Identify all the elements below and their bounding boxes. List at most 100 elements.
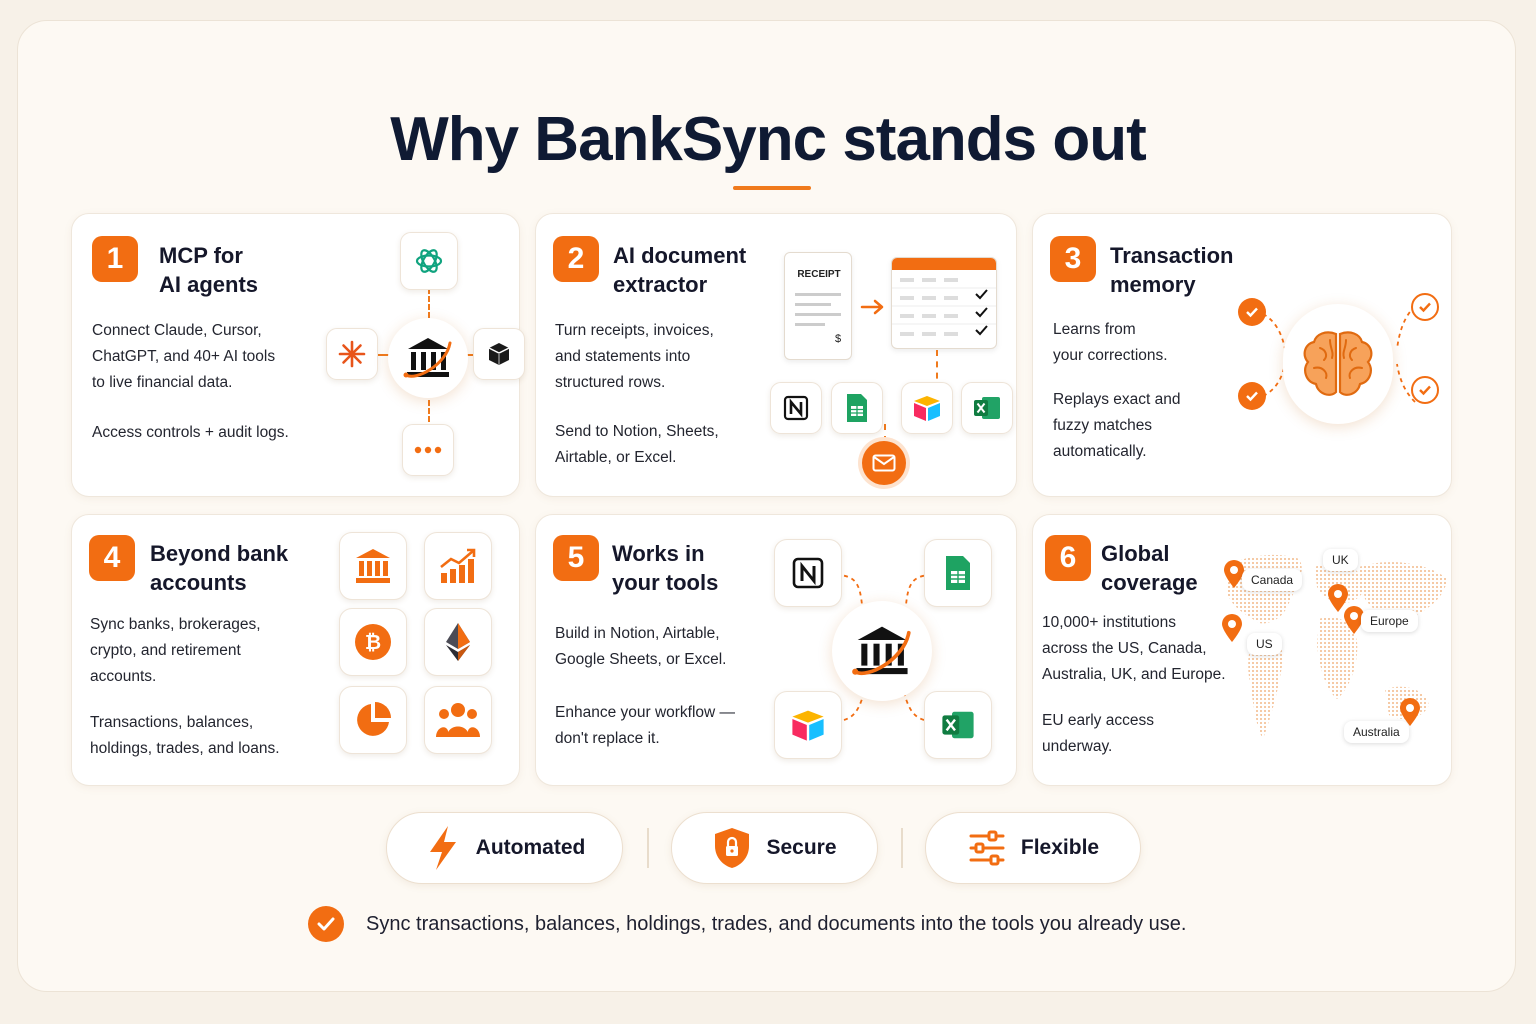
connector-line: [466, 354, 476, 356]
pill-automated: Automated: [386, 812, 623, 884]
card-extra: Replays exact and fuzzy matches automati…: [1053, 387, 1181, 465]
pie-chart-icon: [339, 686, 407, 754]
card-works-in-tools: 5 Works in your tools Build in Notion, A…: [535, 514, 1017, 786]
card-title: Global coverage: [1101, 539, 1198, 597]
card-number: 3: [1050, 236, 1096, 282]
description-line: accounts.: [90, 668, 157, 685]
receipt-line: [795, 313, 841, 316]
card-title: AI document extractor: [613, 241, 746, 299]
card-beyond-bank: 4 Beyond bank accounts Sync banks, broke…: [71, 514, 520, 786]
bank-hub-icon: [832, 601, 932, 701]
brain-icon: [1283, 304, 1393, 424]
bank-icon: [339, 532, 407, 600]
check-icon: [1411, 376, 1439, 404]
extra-line: Transactions, balances,: [90, 714, 254, 731]
sliders-icon: [969, 830, 1005, 866]
card-number: 6: [1045, 535, 1091, 581]
shield-lock-icon: [715, 828, 750, 868]
description-line: Australia, UK, and Europe.: [1042, 666, 1226, 683]
map-pin-icon: [1343, 605, 1365, 640]
extra-line: holdings, trades, and loans.: [90, 740, 280, 757]
description-line: Google Sheets, or Excel.: [555, 651, 727, 668]
extra-line: Send to Notion, Sheets,: [555, 423, 719, 440]
page-title: Why BankSync stands out: [390, 105, 1147, 174]
receipt-line: [795, 323, 825, 326]
spreadsheet-icon: [891, 257, 997, 349]
region-label-australia: Australia: [1344, 721, 1409, 743]
claude-icon: [326, 328, 378, 380]
card-extra: Send to Notion, Sheets, Airtable, or Exc…: [555, 419, 719, 471]
card-title: Beyond bank accounts: [150, 539, 288, 597]
chart-growth-icon: [424, 532, 492, 600]
card-description: Learns from your corrections.: [1053, 317, 1168, 369]
card-description: Build in Notion, Airtable, Google Sheets…: [555, 621, 726, 673]
extra-line: EU early access: [1042, 712, 1154, 729]
pill-secure: Secure: [671, 812, 878, 884]
card-number: 5: [553, 535, 599, 581]
check-icon: [1238, 382, 1266, 410]
bank-hub-icon: [388, 318, 468, 398]
card-description: Sync banks, brokerages, crypto, and reti…: [90, 612, 261, 690]
check-icon: [1411, 293, 1439, 321]
card-title-line: coverage: [1101, 570, 1198, 595]
sheets-icon: [831, 382, 883, 434]
card-title: MCP for AI agents: [159, 241, 258, 299]
connector-line: [428, 400, 430, 422]
card-extra: Transactions, balances, holdings, trades…: [90, 710, 280, 762]
region-label-uk: UK: [1323, 549, 1358, 571]
card-title-line: AI document: [613, 243, 747, 268]
region-label-us: US: [1247, 633, 1282, 655]
extra-line: Airtable, or Excel.: [555, 449, 677, 466]
connector-line: [378, 354, 390, 356]
card-title: Works in your tools: [612, 539, 718, 597]
extra-line: automatically.: [1053, 443, 1147, 460]
receipt-line: [795, 293, 841, 296]
card-number: 2: [553, 236, 599, 282]
more-icon: [402, 424, 454, 476]
description-line: your corrections.: [1053, 347, 1168, 364]
receipt-icon: RECEIPT $: [784, 252, 852, 360]
pill-label: Automated: [475, 836, 586, 859]
pill-separator: [901, 828, 903, 868]
pill-flexible: Flexible: [925, 812, 1141, 884]
card-description: Turn receipts, invoices, and statements …: [555, 318, 714, 396]
connector-line: [936, 350, 938, 390]
pill-label: Secure: [766, 836, 837, 859]
cursor-icon: [473, 328, 525, 380]
check-circle-icon: [308, 906, 344, 942]
people-icon: [424, 686, 492, 754]
map-pin-icon: [1223, 559, 1245, 594]
lightning-icon: [429, 826, 456, 870]
description-line: crypto, and retirement: [90, 642, 241, 659]
card-number: 1: [92, 236, 138, 282]
sheets-icon: [924, 539, 992, 607]
card-description: Connect Claude, Cursor, ChatGPT, and 40+…: [92, 318, 275, 396]
card-title-line: Works in: [612, 541, 705, 566]
card-description: 10,000+ institutions across the US, Cana…: [1042, 610, 1226, 688]
receipt-amount: $: [835, 333, 842, 345]
card-extra: Enhance your workflow — don't replace it…: [555, 700, 735, 752]
card-extra: Access controls + audit logs.: [92, 424, 289, 441]
arrow-right-icon: [860, 298, 886, 316]
card-title-line: AI agents: [159, 272, 259, 297]
pill-separator: [647, 828, 649, 868]
card-transaction-memory: 3 Transaction memory Learns from your co…: [1032, 213, 1452, 497]
notion-icon: [770, 382, 822, 434]
description-line: Learns from: [1053, 321, 1136, 338]
card-mcp: 1 MCP for AI agents Connect Claude, Curs…: [71, 213, 525, 497]
pill-label: Flexible: [1020, 836, 1100, 859]
card-number: 4: [89, 535, 135, 581]
extra-line: Replays exact and: [1053, 391, 1181, 408]
airtable-icon: [774, 691, 842, 759]
region-label-canada: Canada: [1242, 569, 1303, 591]
region-label-europe: Europe: [1361, 610, 1418, 632]
email-icon: [862, 441, 906, 485]
title-underline: [733, 186, 811, 190]
card-title-line: your tools: [612, 570, 719, 595]
tools-connectors: [836, 574, 933, 722]
card-title: Transaction memory: [1110, 241, 1233, 299]
card-title-line: Transaction: [1110, 243, 1234, 268]
svg-text:₿: ₿: [365, 630, 381, 654]
receipt-line: [795, 303, 831, 306]
excel-icon: [924, 691, 992, 759]
